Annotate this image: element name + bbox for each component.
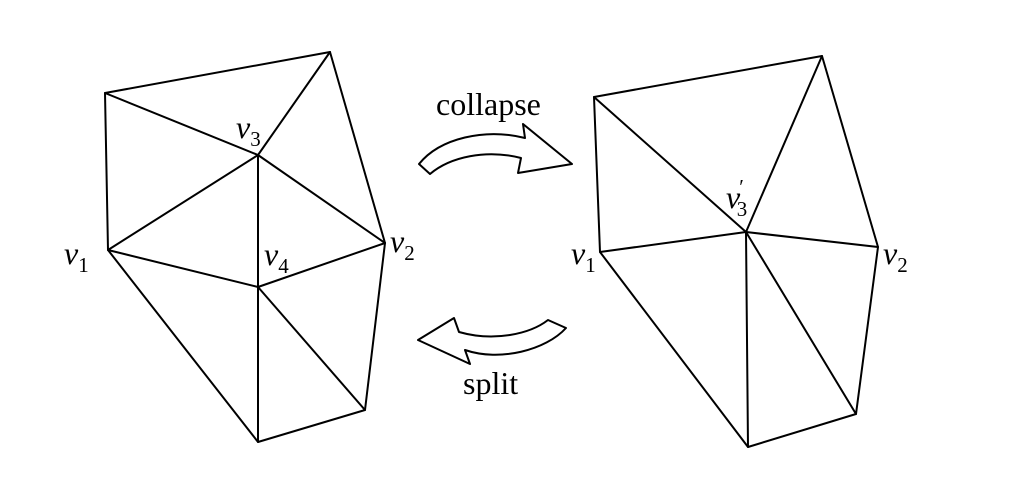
right-edge-v1-v3p [599, 231, 747, 253]
left-mesh [104, 51, 386, 443]
right-label-v1: v1 [571, 235, 596, 277]
collapse-arrow [418, 123, 573, 175]
right-label-v2: v2 [883, 235, 908, 277]
collapse-arrow-icon [418, 123, 573, 175]
left-label-v4: v4 [264, 236, 289, 278]
left-label-v1: v1 [64, 235, 89, 277]
split-label: split [463, 365, 518, 401]
left-label-v2: v2 [390, 223, 415, 265]
right-mesh-boundary [593, 55, 879, 448]
left-edge-v4-bottomright [257, 286, 366, 411]
left-edge-v3-v2 [257, 154, 386, 244]
right-label-v3prime: v′3 [726, 175, 747, 221]
left-edge-topright-v3 [257, 51, 331, 156]
right-edge-v3p-bottomright [745, 231, 857, 415]
left-label-v3: v3 [236, 109, 261, 151]
left-edge-v4-v2 [257, 242, 386, 288]
left-edge-v1-v4 [107, 249, 259, 288]
right-edge-v3p-bottom [745, 231, 749, 448]
right-edge-topright-v3p [745, 55, 823, 233]
split-arrow [417, 317, 567, 365]
right-edge-v3p-v2 [745, 231, 879, 248]
right-edge-top-v3p [593, 96, 747, 233]
collapse-label: collapse [436, 86, 541, 122]
split-arrow-icon [417, 317, 567, 365]
right-mesh [593, 55, 879, 448]
left-edge-top-v3 [104, 92, 259, 156]
left-edge-v1-v3 [107, 154, 259, 251]
